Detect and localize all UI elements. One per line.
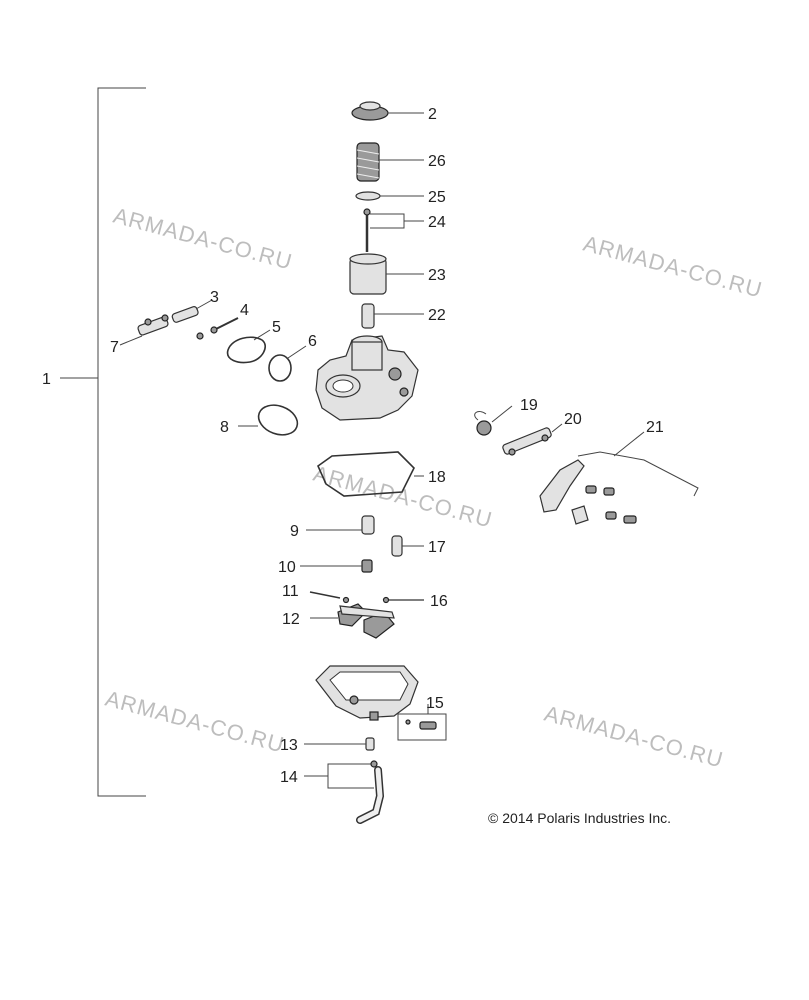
part-screw-set-left xyxy=(119,299,239,346)
callout-14: 14 xyxy=(280,769,298,786)
part-oring-8 xyxy=(238,404,299,436)
callout-5: 5 xyxy=(272,319,281,336)
part-float-12 xyxy=(310,603,395,639)
callout-16: 16 xyxy=(430,593,448,610)
callout-labels: 1 2 3 4 5 6 7 8 9 10 11 12 13 14 15 16 1… xyxy=(42,106,664,786)
assembly-bracket xyxy=(60,87,146,797)
callout-6: 6 xyxy=(308,333,317,350)
part-drain-kit-15 xyxy=(397,704,447,741)
callout-2: 2 xyxy=(428,106,437,123)
part-slide xyxy=(349,253,424,295)
part-spring-19 xyxy=(474,405,513,436)
watermark: ARMADA-CO.RU xyxy=(542,701,727,773)
part-oring-6 xyxy=(268,345,307,382)
callout-23: 23 xyxy=(428,267,446,284)
callout-21: 21 xyxy=(646,419,664,436)
callout-24: 24 xyxy=(428,214,446,231)
callout-1: 1 xyxy=(42,371,51,388)
callout-4: 4 xyxy=(240,302,249,319)
callout-17: 17 xyxy=(428,539,446,556)
callout-12: 12 xyxy=(282,611,300,628)
watermark: ARMADA-CO.RU xyxy=(311,461,496,533)
watermark: ARMADA-CO.RU xyxy=(103,686,288,758)
callout-15: 15 xyxy=(426,695,444,712)
part-main-jet-9 xyxy=(306,515,375,535)
part-drain-hose-14 xyxy=(304,760,385,824)
watermark: ARMADA-CO.RU xyxy=(581,231,766,303)
watermark: ARMADA-CO.RU xyxy=(111,203,296,275)
part-pilot-jet-17 xyxy=(391,535,424,557)
part-cable-bracket-21 xyxy=(539,431,699,525)
part-cap xyxy=(351,101,424,121)
callout-3: 3 xyxy=(210,289,219,306)
callout-26: 26 xyxy=(428,153,446,170)
part-carburetor-body xyxy=(315,335,419,421)
callout-22: 22 xyxy=(428,307,446,324)
part-bowl-gasket-18 xyxy=(317,451,424,497)
callout-20: 20 xyxy=(564,411,582,428)
part-needle xyxy=(363,208,424,252)
part-screw-13 xyxy=(304,737,375,751)
part-clip-washer xyxy=(355,191,424,201)
callout-19: 19 xyxy=(520,397,538,414)
callout-18: 18 xyxy=(428,469,446,486)
part-pin-11 xyxy=(309,591,350,604)
callout-13: 13 xyxy=(280,737,298,754)
copyright-notice: © 2014 Polaris Industries Inc. xyxy=(488,810,671,826)
part-gasket-5 xyxy=(226,329,271,364)
callout-11: 11 xyxy=(282,583,299,600)
callout-8: 8 xyxy=(220,419,229,436)
part-needle-jet xyxy=(361,303,424,329)
part-spring xyxy=(356,142,424,182)
callout-9: 9 xyxy=(290,523,299,540)
part-pin-16 xyxy=(382,596,424,604)
callout-7: 7 xyxy=(110,339,119,356)
callout-25: 25 xyxy=(428,189,446,206)
part-bracket-20 xyxy=(502,423,563,456)
part-jet-10 xyxy=(300,559,373,573)
callout-10: 10 xyxy=(278,559,296,576)
watermark-layer: ARMADA-CO.RU ARMADA-CO.RU ARMADA-CO.RU A… xyxy=(103,203,766,773)
part-float-bowl xyxy=(315,665,419,721)
